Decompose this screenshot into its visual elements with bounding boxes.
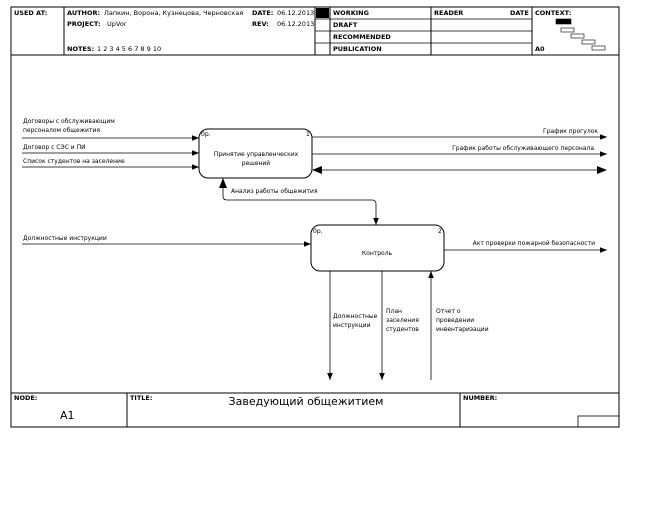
down-arrow-settlement-plan[interactable]: План заселения студентов: [379, 271, 419, 380]
status-marker-working: [316, 8, 329, 18]
number-label: NUMBER:: [463, 394, 497, 402]
input-arrow-job-instructions-label: Должностные инструкции: [23, 235, 107, 242]
box-2-cost: 0р.: [313, 228, 323, 235]
status-working: WORKING: [333, 9, 369, 17]
context-label: CONTEXT:: [535, 9, 571, 17]
node-value: A1: [60, 409, 75, 422]
status-draft: DRAFT: [333, 21, 358, 29]
output-arrow-fire-safety-act-label: Акт проверки пожарной безопасности: [473, 240, 595, 247]
rev-label: REV:: [252, 20, 269, 28]
up-arrow-inventory-report-label-2: проведении: [436, 317, 474, 324]
header: USED AT: AUTHOR: Лапкин, Ворона, Кузнецо…: [11, 7, 619, 56]
box-2-name: Контроль: [362, 250, 393, 257]
reader-label: READER: [434, 9, 463, 17]
up-arrow-inventory-report-label-1: Отчет о: [436, 308, 461, 315]
footer-corner-box: [577, 415, 620, 428]
rev-value: 06.12.2013: [277, 20, 314, 28]
feedback-arrow-label: Анализ работы общежития: [231, 188, 318, 195]
bidirectional-arrow-box-1[interactable]: [312, 166, 607, 174]
author-label: AUTHOR:: [67, 9, 100, 17]
down-arrow-job-instructions-label-1: Должностные: [333, 313, 378, 320]
context-node: A0: [535, 45, 545, 53]
input-arrow-contract-ses[interactable]: Договор с СЭС и ПИ: [22, 144, 199, 156]
output-arrow-walk-schedule[interactable]: График прогулок: [312, 128, 607, 140]
down-arrow-job-instructions-label-2: инструкции: [333, 322, 371, 329]
context-thumbnail: [555, 18, 606, 51]
input-arrow-student-list-label: Список студентов на заселение: [23, 158, 125, 165]
box-1-name-line2: решений: [242, 160, 271, 167]
status-recommended: RECOMMENDED: [333, 33, 391, 41]
reader-date-label: DATE: [510, 9, 529, 17]
down-arrow-settlement-plan-label-2: заселения: [386, 317, 419, 324]
diagram-title: Заведующий общежитием: [229, 395, 384, 408]
box-1-name-line1: Принятие управленческих: [214, 151, 299, 158]
input-arrow-student-list[interactable]: Список студентов на заселение: [22, 158, 199, 170]
project-label: PROJECT:: [67, 20, 101, 28]
down-arrow-settlement-plan-label-1: План: [386, 308, 402, 315]
node-label: NODE:: [14, 394, 37, 402]
used-at-label: USED AT:: [14, 9, 47, 17]
box-2-number: 2: [438, 228, 442, 235]
status-publication: PUBLICATION: [333, 45, 382, 53]
box-1-number: 1: [306, 131, 310, 138]
date-value: 06.12.2013: [277, 9, 314, 17]
input-arrow-job-instructions[interactable]: Должностные инструкции: [22, 235, 311, 247]
date-label: DATE:: [252, 9, 273, 17]
up-arrow-inventory-report-label-3: инвентаризации: [436, 326, 489, 333]
input-arrow-contracts-staff[interactable]: Договоры с обслуживающим персоналом обще…: [22, 118, 199, 141]
author-value: Лапкин, Ворона, Кузнецова, Черновская: [104, 9, 243, 17]
up-arrow-inventory-report[interactable]: Отчет о проведении инвентаризации: [428, 271, 489, 380]
notes-label: NOTES:: [67, 45, 94, 53]
down-arrow-job-instructions[interactable]: Должностные инструкции: [327, 271, 378, 380]
output-arrow-walk-schedule-label: График прогулок: [543, 128, 598, 135]
feedback-arrow-dorm-analysis[interactable]: Анализ работы общежития: [219, 178, 379, 225]
project-value: UpVor: [107, 20, 127, 28]
footer: NODE: A1 TITLE: Заведующий общежитием NU…: [11, 392, 620, 428]
title-label: TITLE:: [130, 394, 152, 402]
sheet-frame: [10, 6, 620, 428]
output-arrow-staff-schedule[interactable]: График работы обслуживающего персонала: [312, 145, 607, 157]
input-arrow-contracts-staff-label-1: Договоры с обслуживающим: [23, 118, 115, 125]
down-arrow-settlement-plan-label-3: студентов: [386, 326, 419, 333]
output-arrow-fire-safety-act[interactable]: Акт проверки пожарной безопасности: [444, 240, 607, 253]
function-box-1[interactable]: 0р. 1 Принятие управленческих решений: [198, 128, 313, 179]
input-arrow-contract-ses-label: Договор с СЭС и ПИ: [23, 144, 86, 151]
box-1-cost: 0р.: [201, 131, 211, 138]
input-arrow-contracts-staff-label-2: персоналом общежития: [23, 127, 100, 134]
output-arrow-staff-schedule-label: График работы обслуживающего персонала: [452, 145, 594, 152]
function-box-2[interactable]: 0р. 2 Контроль: [310, 224, 445, 272]
notes-value: 1 2 3 4 5 6 7 8 9 10: [97, 45, 161, 53]
